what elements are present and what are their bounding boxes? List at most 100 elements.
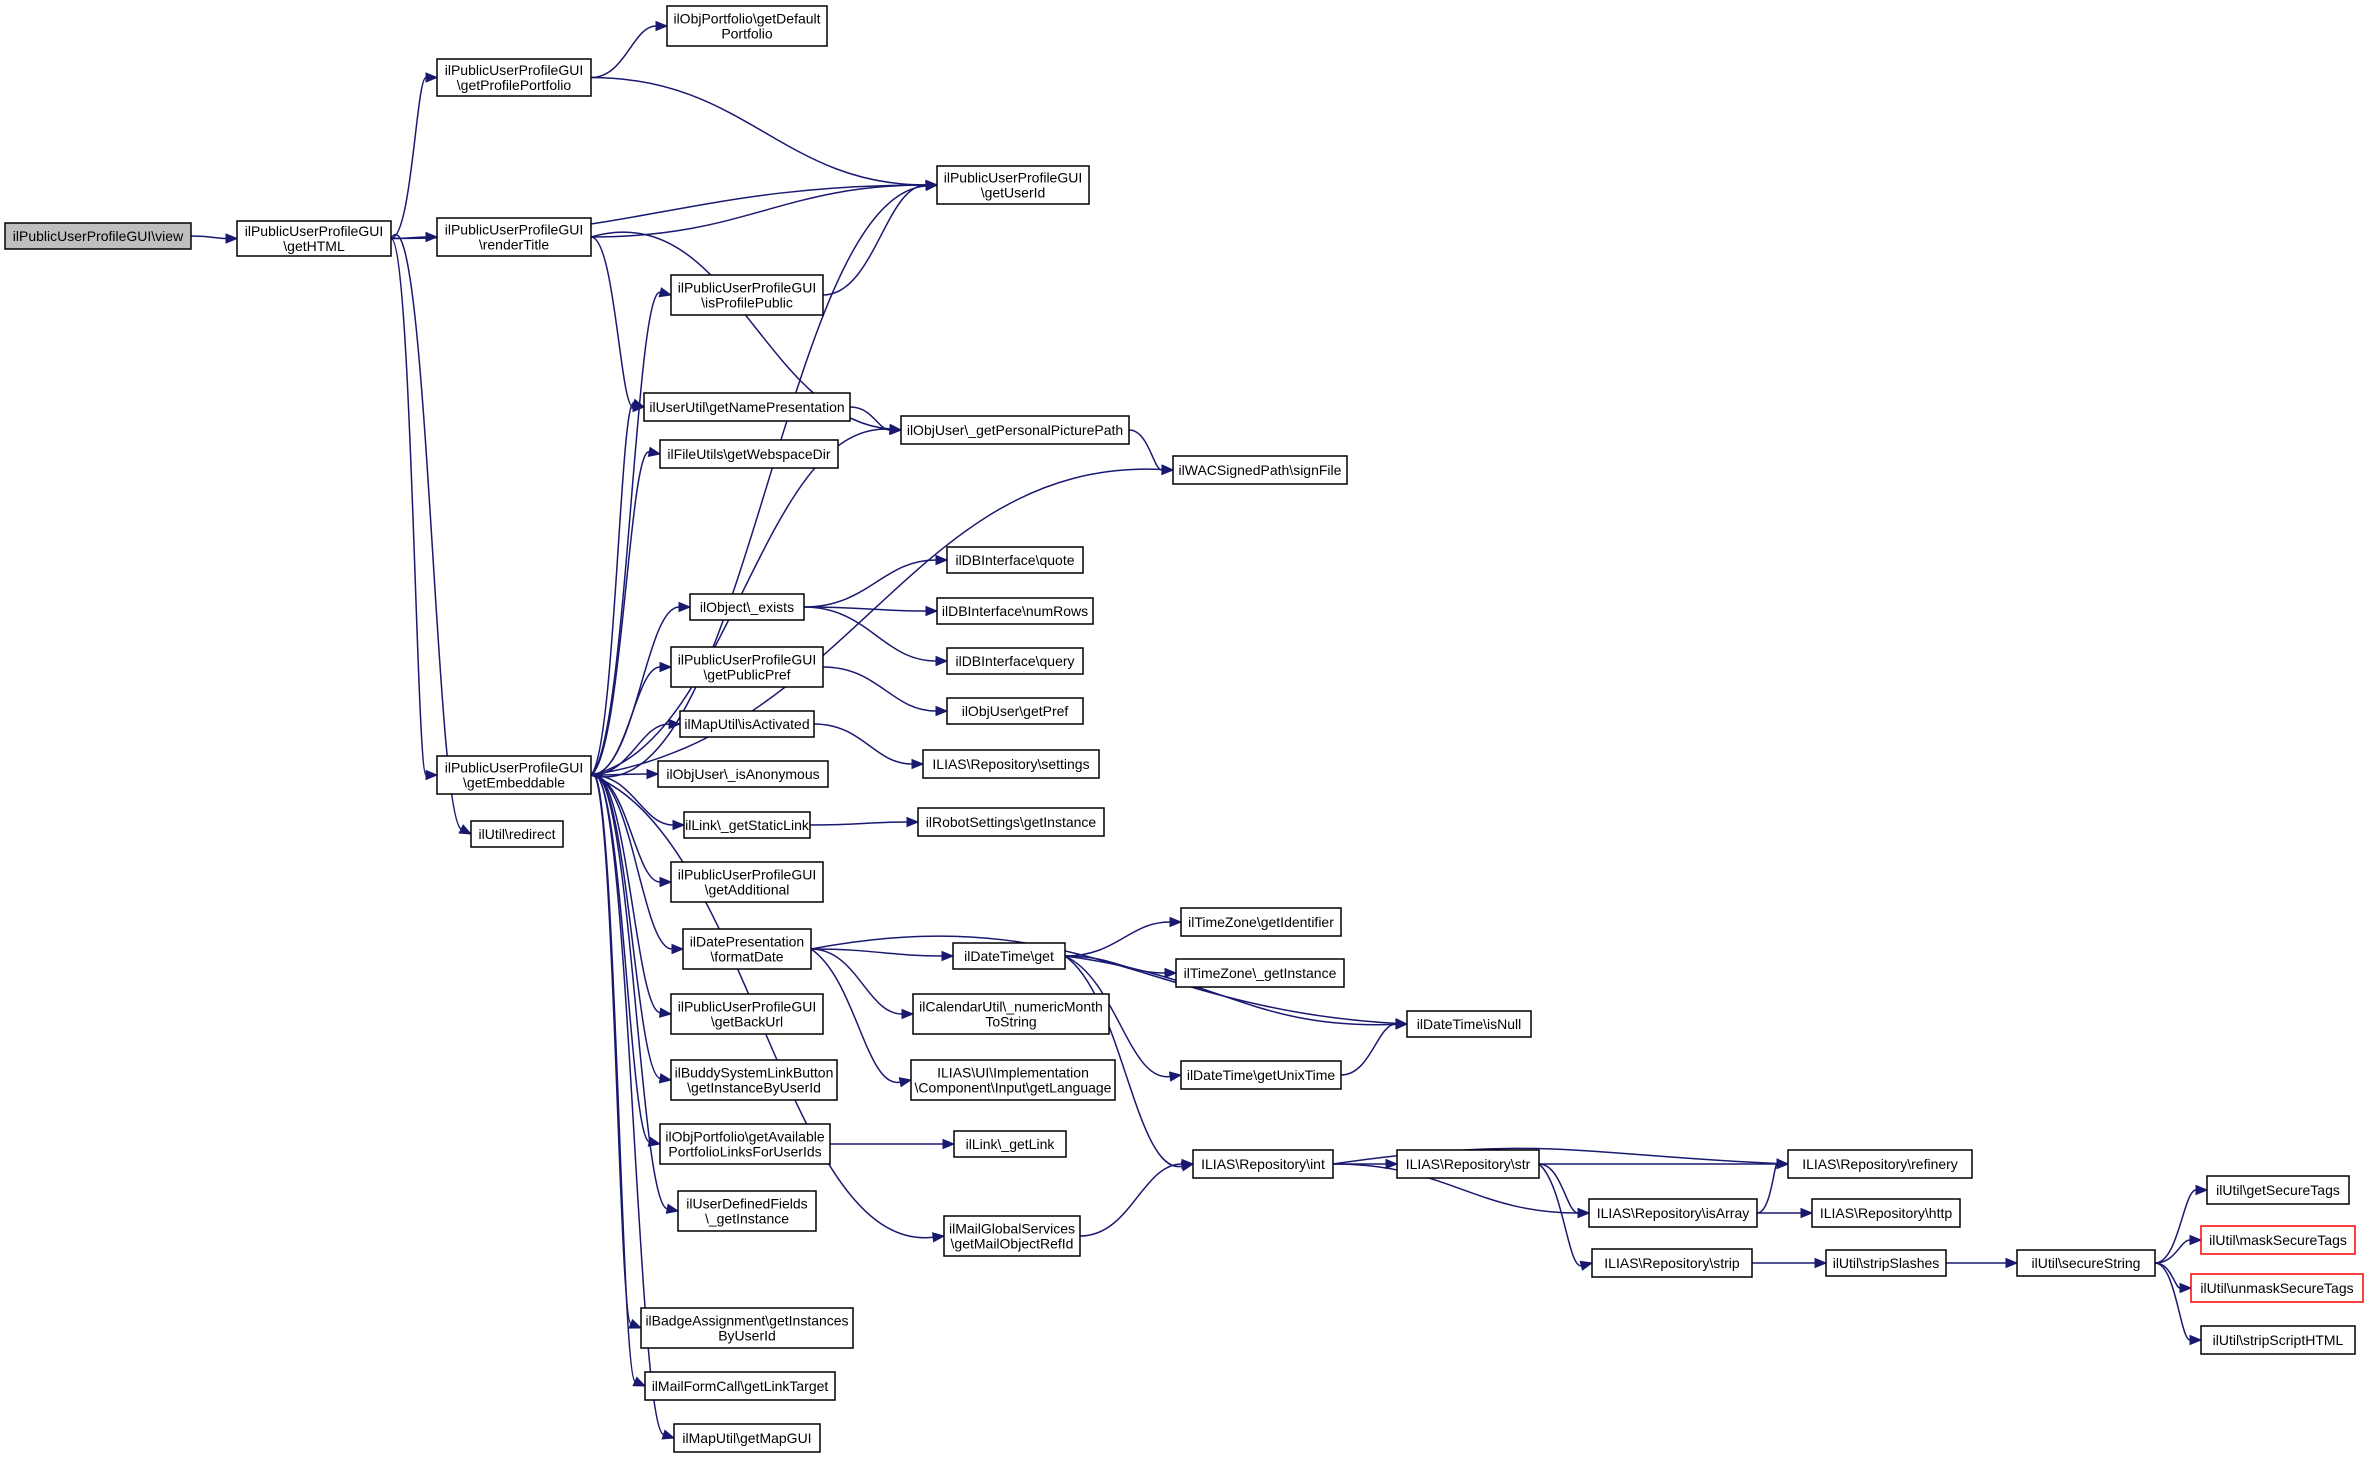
arrowhead xyxy=(942,1138,956,1150)
node-view[interactable]: ilPublicUserProfileGUI\view xyxy=(4,222,192,250)
node-getAdditional[interactable]: ilPublicUserProfileGUI\getAdditional xyxy=(670,861,824,903)
call-edge-getEmbeddable-to-mailRefId xyxy=(590,774,934,1239)
node-label: ilUtil\unmaskSecureTags xyxy=(2200,1280,2353,1296)
call-edge-dtGet-to-tzGetIdentifier xyxy=(1064,921,1171,957)
node-query[interactable]: ilDBInterface\query xyxy=(946,647,1084,675)
node-getProfilePortfolio[interactable]: ilPublicUserProfileGUI\getProfilePortfol… xyxy=(436,58,592,97)
arrowhead xyxy=(661,1429,676,1440)
node-label: ilUtil\stripSlashes xyxy=(1833,1255,1940,1271)
arrowhead xyxy=(1776,1158,1790,1170)
node-getSecureTags[interactable]: ilUtil\getSecureTags xyxy=(2206,1175,2350,1205)
node-repoStr[interactable]: ILIAS\Repository\str xyxy=(1396,1149,1540,1179)
node-isProfilePublic[interactable]: ilPublicUserProfileGUI\isProfilePublic xyxy=(670,274,824,316)
node-getPublicPref[interactable]: ilPublicUserProfileGUI\getPublicPref xyxy=(670,646,824,688)
node-tzGetInstance[interactable]: ilTimeZone\_getInstance xyxy=(1175,958,1345,988)
node-mailRefId[interactable]: ilMailGlobalServices\getMailObjectRefId xyxy=(943,1215,1081,1257)
node-dtGet[interactable]: ilDateTime\get xyxy=(952,942,1066,970)
arrowhead xyxy=(671,943,685,955)
call-edge-getHTML-to-redirect xyxy=(390,233,462,830)
node-isAnonymous[interactable]: ilObjUser\_isAnonymous xyxy=(657,760,829,788)
node-robotGetInstance[interactable]: ilRobotSettings\getInstance xyxy=(917,807,1105,837)
node-http[interactable]: ILIAS\Repository\http xyxy=(1811,1198,1961,1228)
node-box xyxy=(436,58,592,97)
node-label: \Component\Input\getLanguage xyxy=(915,1080,1112,1096)
node-signFile[interactable]: ilWACSignedPath\signFile xyxy=(1172,455,1348,485)
node-getEmbeddable[interactable]: ilPublicUserProfileGUI\getEmbeddable xyxy=(436,755,592,795)
node-getMapGUI[interactable]: ilMapUtil\getMapGUI xyxy=(673,1423,821,1453)
arrowhead xyxy=(1161,464,1175,475)
node-stripScriptHTML[interactable]: ilUtil\stripScriptHTML xyxy=(2200,1325,2356,1355)
node-getUserId[interactable]: ilPublicUserProfileGUI\getUserId xyxy=(936,165,1090,205)
call-edge-dtGet-to-repoInt xyxy=(1064,955,1183,1168)
node-getNamePresentation[interactable]: ilUserUtil\getNamePresentation xyxy=(643,392,851,422)
node-label: ilLink\_getLink xyxy=(966,1136,1056,1152)
node-quote[interactable]: ilDBInterface\quote xyxy=(946,546,1084,574)
node-exists[interactable]: ilObject\_exists xyxy=(689,593,805,621)
node-getLanguage[interactable]: ILIAS\UI\Implementation\Component\Input\… xyxy=(910,1059,1116,1101)
node-getStaticLink[interactable]: ilLink\_getStaticLink xyxy=(683,811,811,839)
arrowhead xyxy=(425,231,439,243)
node-label: ilObjUser\getPref xyxy=(962,703,1069,719)
node-repoStrip[interactable]: ILIAS\Repository\strip xyxy=(1591,1248,1753,1278)
node-getHTML[interactable]: ilPublicUserProfileGUI\getHTML xyxy=(236,220,392,257)
node-label: ToString xyxy=(985,1014,1036,1030)
call-edge-formatDate-to-numericMonth xyxy=(810,948,903,1015)
node-getPersonalPicturePath[interactable]: ilObjUser\_getPersonalPicturePath xyxy=(900,415,1130,445)
node-repoInt[interactable]: ILIAS\Repository\int xyxy=(1192,1149,1334,1179)
node-userDefined[interactable]: ilUserDefinedFields\_getInstance xyxy=(677,1190,817,1232)
node-label: \getBackUrl xyxy=(711,1014,783,1030)
call-edge-getStaticLink-to-robotGetInstance xyxy=(809,821,908,826)
node-box xyxy=(952,942,1066,970)
node-formatDate[interactable]: ilDatePresentation\formatDate xyxy=(682,928,812,970)
node-getLink[interactable]: ilLink\_getLink xyxy=(953,1130,1067,1158)
arrowhead xyxy=(935,554,949,566)
node-getWebspaceDir[interactable]: ilFileUtils\getWebspaceDir xyxy=(659,439,839,469)
call-edge-getHTML-to-renderTitle xyxy=(390,236,427,240)
node-isNull[interactable]: ilDateTime\isNull xyxy=(1406,1010,1532,1038)
node-tzGetIdentifier[interactable]: ilTimeZone\getIdentifier xyxy=(1180,907,1342,937)
node-renderTitle[interactable]: ilPublicUserProfileGUI\renderTitle xyxy=(436,217,592,257)
node-label: \getPublicPref xyxy=(703,667,790,683)
node-box xyxy=(2190,1273,2364,1303)
node-maskSecureTags[interactable]: ilUtil\maskSecureTags xyxy=(2200,1225,2356,1255)
arrowhead xyxy=(911,758,925,770)
node-unmaskSecureTags[interactable]: ilUtil\unmaskSecureTags xyxy=(2190,1273,2364,1303)
node-box xyxy=(936,165,1090,205)
call-edge-getEmbeddable-to-getWebspaceDir xyxy=(590,451,650,776)
node-box xyxy=(670,861,824,903)
arrowhead xyxy=(2005,1257,2019,1269)
call-edge-isProfilePublic-to-getUserId xyxy=(822,184,927,296)
node-box xyxy=(922,749,1100,779)
node-box xyxy=(946,697,1084,725)
node-numRows[interactable]: ilDBInterface\numRows xyxy=(936,597,1094,625)
arrowhead xyxy=(658,287,673,298)
node-redirect[interactable]: ilUtil\redirect xyxy=(470,820,564,848)
node-buddy[interactable]: ilBuddySystemLinkButton\getInstanceByUse… xyxy=(670,1059,838,1101)
node-availablePortfolio[interactable]: ilObjPortfolio\getAvailablePortfolioLink… xyxy=(659,1123,831,1165)
node-getUnixTime[interactable]: ilDateTime\getUnixTime xyxy=(1180,1060,1342,1090)
call-edge-repoStr-to-repoStrip xyxy=(1538,1163,1582,1267)
node-getBackUrl[interactable]: ilPublicUserProfileGUI\getBackUrl xyxy=(670,993,824,1035)
node-getPref[interactable]: ilObjUser\getPref xyxy=(946,697,1084,725)
arrowhead xyxy=(898,1077,913,1088)
call-edge-getEmbeddable-to-getStaticLink xyxy=(590,774,674,826)
node-label: ilDateTime\getUnixTime xyxy=(1187,1067,1336,1083)
node-box xyxy=(643,392,851,422)
node-box xyxy=(1192,1149,1334,1179)
node-label: ILIAS\Repository\isArray xyxy=(1597,1205,1750,1221)
node-refinery[interactable]: ILIAS\Repository\refinery xyxy=(1787,1149,1973,1179)
arrowhead xyxy=(1579,1260,1594,1271)
node-secureString[interactable]: ilUtil\secureString xyxy=(2016,1249,2156,1277)
node-isActivated[interactable]: ilMapUtil\isActivated xyxy=(679,710,815,738)
node-box xyxy=(1396,1149,1540,1179)
node-mailForm[interactable]: ilMailFormCall\getLinkTarget xyxy=(644,1371,836,1401)
node-isArray[interactable]: ILIAS\Repository\isArray xyxy=(1588,1198,1758,1228)
node-settings[interactable]: ILIAS\Repository\settings xyxy=(922,749,1100,779)
node-label: ILIAS\Repository\http xyxy=(1820,1205,1953,1221)
arrowhead xyxy=(2195,1184,2209,1196)
node-box xyxy=(912,993,1110,1035)
node-stripSlashes[interactable]: ilUtil\stripSlashes xyxy=(1825,1249,1947,1277)
